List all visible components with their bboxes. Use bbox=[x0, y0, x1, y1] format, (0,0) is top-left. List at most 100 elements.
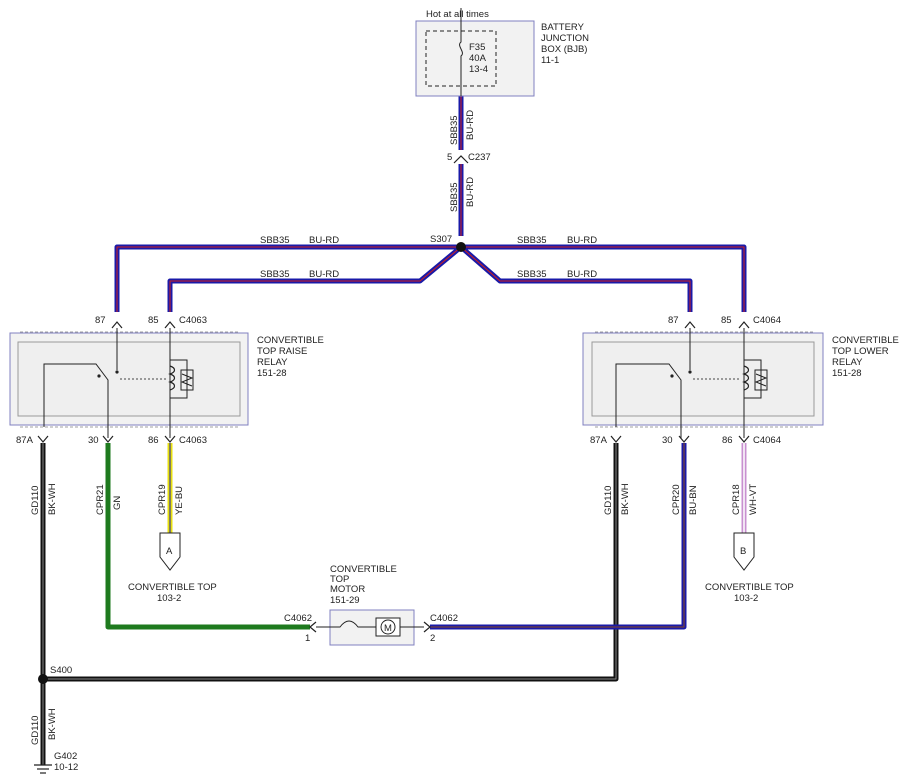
lower-name-line-0: CONVERTIBLE bbox=[832, 335, 899, 346]
wire-cpr21[interactable] bbox=[105, 443, 310, 630]
ref-tag-b-letter: B bbox=[740, 546, 746, 557]
motor-icon bbox=[380, 619, 396, 635]
motor-internal-wire bbox=[316, 620, 424, 628]
bjb-box bbox=[415, 20, 535, 97]
lower-connector-bottom: C4064 bbox=[753, 435, 781, 446]
gd110-left-circuit: GD110 bbox=[30, 486, 41, 515]
convertible-top-motor[interactable]: M bbox=[309, 609, 431, 646]
lower-name-line-3: 151-28 bbox=[832, 368, 862, 379]
branch-lr-circuit: SBB35 bbox=[517, 269, 547, 280]
feed-lower-color: BU-RD bbox=[465, 177, 476, 207]
lower-switch-pivot bbox=[670, 374, 674, 378]
ref-tag-a-shape bbox=[159, 532, 181, 571]
ground-page-label: 10-12 bbox=[54, 762, 78, 773]
ref-tag-a[interactable]: A bbox=[159, 532, 181, 571]
lower-switch-contact bbox=[688, 370, 692, 374]
branch-lr-color: BU-RD bbox=[567, 269, 597, 280]
ground-g402-label: G402 bbox=[54, 751, 77, 762]
lower-pin-30: 30 bbox=[662, 435, 673, 446]
lower-86-connector-icon bbox=[738, 435, 750, 443]
raise-connector-top: C4063 bbox=[179, 315, 207, 326]
raise-87-connector-icon bbox=[111, 321, 123, 329]
branch-ul-circuit: SBB35 bbox=[260, 235, 290, 246]
raise-name-line-2: RELAY bbox=[257, 357, 288, 368]
ref-b-page: 103-2 bbox=[734, 593, 758, 604]
bjb-name-line-0: BATTERY bbox=[541, 22, 585, 33]
gd110-right-circuit: GD110 bbox=[603, 486, 614, 515]
raise-switch-contact bbox=[115, 370, 119, 374]
c237-connector: C237 bbox=[468, 152, 491, 163]
gd110-left-color: BK-WH bbox=[47, 483, 58, 515]
raise-switch-pivot bbox=[97, 374, 101, 378]
raise-connector-bottom: C4063 bbox=[179, 435, 207, 446]
gd110-right-color: BK-WH bbox=[620, 483, 631, 515]
splice-s307-label: S307 bbox=[430, 234, 452, 245]
branch-ll-circuit: SBB35 bbox=[260, 269, 290, 280]
motor-name-line-0: CONVERTIBLE bbox=[330, 564, 397, 575]
motor-pin-1: 1 bbox=[305, 633, 310, 644]
gd110-lower-circuit: GD110 bbox=[30, 716, 41, 745]
raise-pin-87: 87 bbox=[95, 315, 106, 326]
motor-connector-left: C4062 bbox=[284, 613, 312, 624]
motor-left-connector-icon bbox=[309, 621, 317, 633]
hot-at-all-times-label: Hot at all times bbox=[426, 9, 489, 20]
raise-name-line-3: 151-28 bbox=[257, 368, 287, 379]
wire-tracer bbox=[461, 246, 745, 312]
raise-86-connector-icon bbox=[164, 435, 176, 443]
splice-s400-label: S400 bbox=[50, 665, 72, 676]
wire-tracer bbox=[430, 443, 685, 628]
motor-name-line-2: MOTOR bbox=[330, 584, 365, 595]
lower-relay[interactable] bbox=[582, 321, 824, 443]
lower-85-connector-icon bbox=[738, 321, 750, 329]
c237-pin: 5 bbox=[447, 152, 452, 163]
lower-pin-87a: 87A bbox=[590, 435, 608, 446]
raise-85-connector-icon bbox=[164, 321, 176, 329]
lower-coil-icon bbox=[742, 365, 750, 391]
wire-tracer bbox=[43, 443, 617, 680]
raise-name-line-0: CONVERTIBLE bbox=[257, 335, 324, 346]
fuse-line-1: 40A bbox=[469, 53, 487, 64]
raise-pin-85: 85 bbox=[148, 315, 159, 326]
ground-icon bbox=[34, 764, 52, 774]
branch-ur-color: BU-RD bbox=[567, 235, 597, 246]
splice-s307-dot bbox=[456, 242, 466, 252]
cpr18-color: WH-VT bbox=[748, 484, 759, 515]
motor-name-line-3: 151-29 bbox=[330, 595, 360, 606]
wire-tracer bbox=[169, 246, 462, 312]
branch-ll-color: BU-RD bbox=[309, 269, 339, 280]
motor-pin-2: 2 bbox=[430, 633, 435, 644]
cpr18-circuit: CPR18 bbox=[731, 484, 742, 515]
branch-ur-circuit: SBB35 bbox=[517, 235, 547, 246]
wire-tracer bbox=[116, 246, 461, 312]
raise-pin-30: 30 bbox=[88, 435, 99, 446]
ref-b-name: CONVERTIBLE TOP bbox=[705, 582, 794, 593]
feed-lower-circuit: SBB35 bbox=[449, 182, 460, 212]
lower-switch-wires bbox=[615, 328, 745, 438]
lower-name-line-1: TOP LOWER bbox=[832, 346, 889, 357]
raise-30-connector-icon bbox=[102, 435, 114, 443]
feed-upper-circuit: SBB35 bbox=[449, 115, 460, 145]
motor-right-connector-icon bbox=[423, 621, 431, 633]
ref-tag-b[interactable]: B bbox=[733, 532, 755, 571]
fuse-icon bbox=[459, 8, 463, 96]
raise-relay[interactable] bbox=[9, 321, 249, 443]
splice-s400-dot bbox=[38, 674, 48, 684]
wire-cpr20[interactable] bbox=[430, 443, 687, 630]
lower-pin-86: 86 bbox=[722, 435, 733, 446]
motor-symbol-letter: M bbox=[384, 623, 392, 634]
raise-coil-icon bbox=[168, 365, 176, 391]
lower-pin-87: 87 bbox=[668, 315, 679, 326]
lower-87a-connector-icon bbox=[610, 435, 622, 443]
fuse-line-2: 13-4 bbox=[469, 64, 488, 75]
raise-name-line-1: TOP RAISE bbox=[257, 346, 307, 357]
raise-pin-86: 86 bbox=[148, 435, 159, 446]
cpr19-color: YE-BU bbox=[174, 486, 185, 515]
lower-87-connector-icon bbox=[684, 321, 696, 329]
cpr20-circuit: CPR20 bbox=[671, 484, 682, 515]
lower-coil-resistor-icon bbox=[744, 359, 768, 399]
ref-a-name: CONVERTIBLE TOP bbox=[128, 582, 217, 593]
bjb-name-line-2: BOX (BJB) bbox=[541, 44, 587, 55]
battery-junction-box[interactable] bbox=[415, 8, 535, 97]
ref-tag-b-shape bbox=[733, 532, 755, 571]
